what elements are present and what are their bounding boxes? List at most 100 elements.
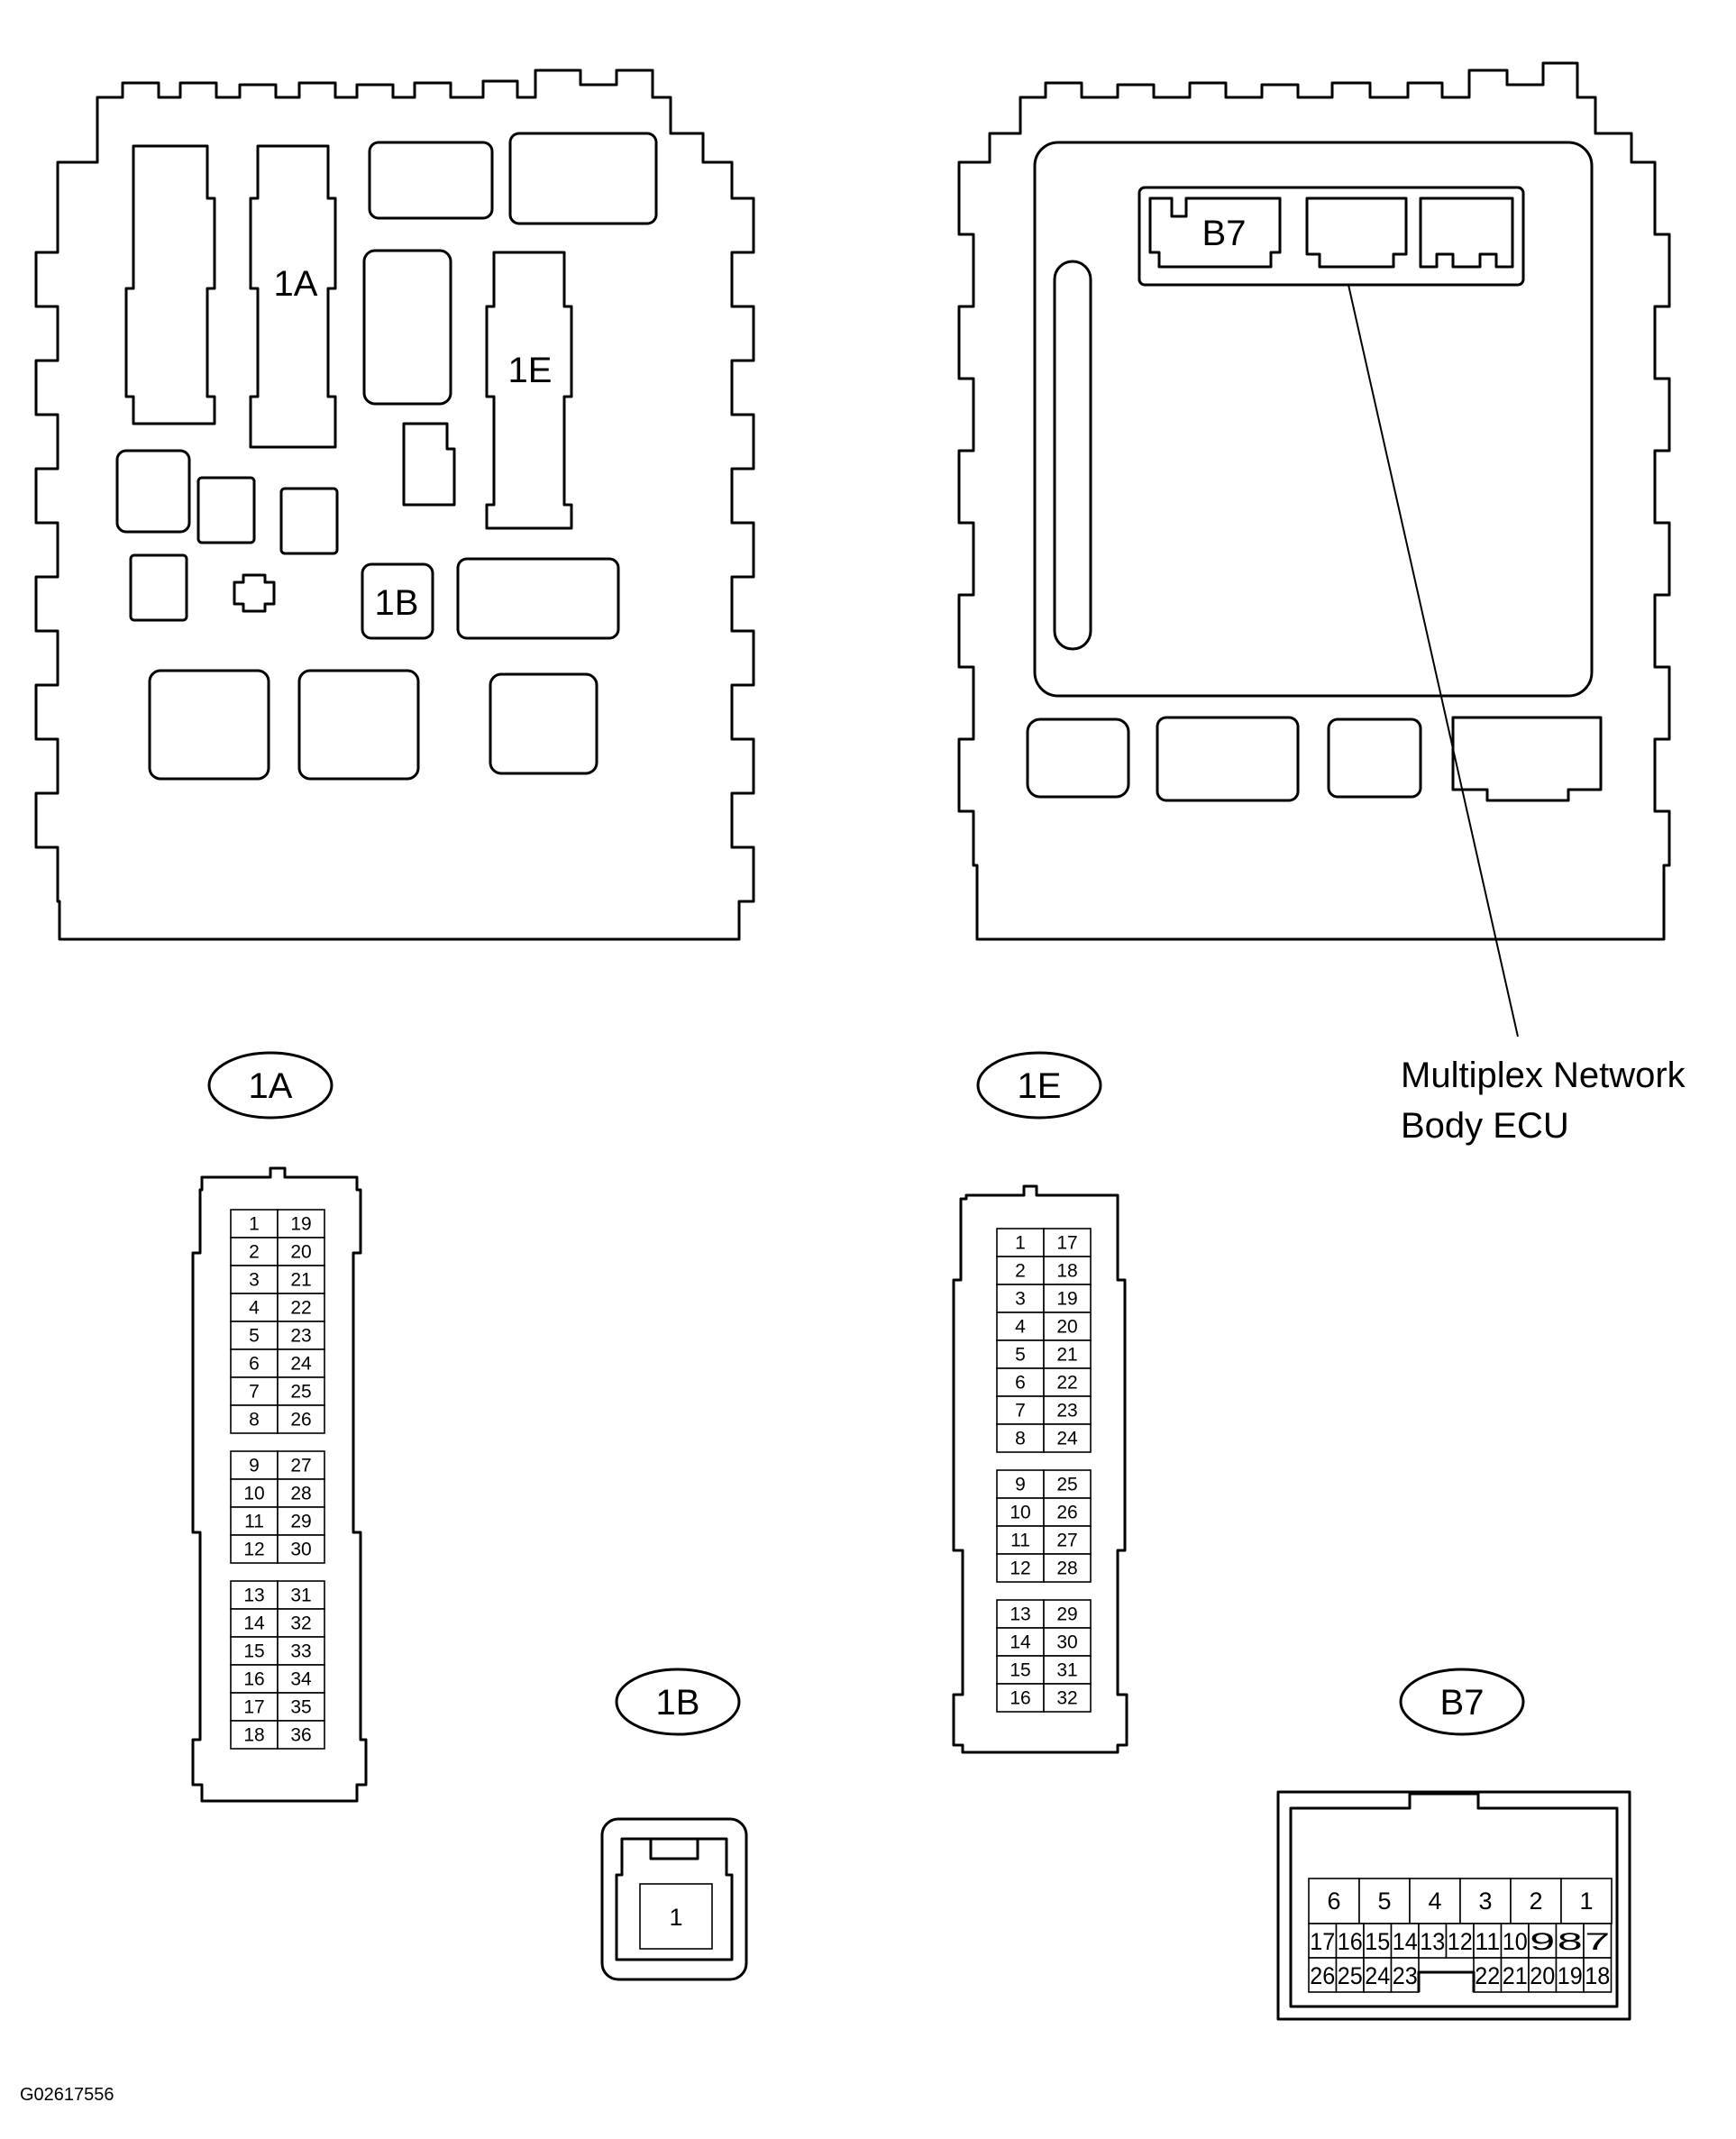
- connector-1A-pin-cell: [230, 1376, 279, 1406]
- relay-bottom-3: [489, 672, 598, 775]
- connector-1A-pin-label: 25: [290, 1382, 311, 1403]
- connector-1A-pin-label: 21: [290, 1270, 311, 1291]
- slot-1B: [361, 562, 434, 640]
- connector-label-B7: B7: [1399, 1668, 1525, 1736]
- connector-B7-pin-label: 14: [1393, 1928, 1418, 1955]
- svg-text:1B: 1B: [656, 1683, 700, 1723]
- slot-1A: [249, 144, 337, 449]
- svg-text:1E: 1E: [1018, 1066, 1062, 1106]
- connector-B7-pin-cell: [1555, 1957, 1585, 1993]
- connector-1E-pin-label: 22: [1056, 1373, 1077, 1394]
- connector-1A-pin-cell: [230, 1293, 279, 1322]
- connector-B7-pin-label: 5: [1377, 1888, 1391, 1915]
- connector-1A-pin-label: 15: [243, 1641, 264, 1662]
- ecu-socket-b7: [1148, 197, 1282, 269]
- connector-1E-pin-label: 16: [1010, 1688, 1030, 1709]
- connector-1E-pin-cell: [996, 1256, 1045, 1285]
- connector-1E-pin-label: 30: [1056, 1632, 1077, 1653]
- relay-top-2: [508, 132, 658, 225]
- connector-1A-pin-label: 9: [249, 1456, 260, 1476]
- figure-code: G02617556: [20, 2085, 114, 2105]
- connector-B7-pin-cell: [1390, 1923, 1420, 1959]
- connector-1A-pin-label: 31: [290, 1586, 311, 1606]
- connector-1E-pin-label: 2: [1015, 1261, 1026, 1282]
- connector-B7-pin-label: 12: [1448, 1928, 1473, 1955]
- connector-1A-pin-label: 24: [290, 1354, 312, 1375]
- ecu-connector-bank: [1138, 186, 1525, 287]
- connector-label-1E: 1E: [976, 1051, 1102, 1120]
- connector-1E-pin-label: 21: [1056, 1345, 1077, 1366]
- connector-1E-pin-cell: [996, 1683, 1045, 1713]
- connector-B7-pin-label: 7: [1585, 1928, 1610, 1955]
- connector-1A-pin-cell: [277, 1321, 325, 1350]
- connector-1A-pin-cell: [277, 1348, 325, 1378]
- connector-1E-pin-label: 13: [1010, 1604, 1030, 1625]
- connector-B7-pin-cell: [1308, 1878, 1360, 1924]
- connector-B7-pin-cell: [1560, 1878, 1613, 1924]
- connector-1A-pin-label: 8: [249, 1410, 260, 1431]
- connector-1E-pin-cell: [996, 1627, 1045, 1657]
- connector-B7-key-notch: [1417, 1970, 1476, 1992]
- connector-1E-pin-label: 1: [1015, 1233, 1026, 1254]
- connector-1B-housing: [600, 1817, 748, 1981]
- connector-B7-pin-label: 13: [1420, 1928, 1445, 1955]
- connector-1A-pin-label: 6: [249, 1354, 260, 1375]
- connector-B7-pin-label: 8: [1558, 1928, 1583, 1955]
- connector-B7-pin-label: 9: [1530, 1928, 1555, 1955]
- connector-1A-pin-label: 23: [290, 1326, 311, 1347]
- connector-1A-pin-cell: [230, 1404, 279, 1434]
- connector-1A-pin-label: 20: [290, 1242, 311, 1263]
- connector-1B-inner: [615, 1837, 734, 1961]
- connector-1A-pin-label: 35: [290, 1697, 311, 1718]
- connector-B7-pin-cell: [1500, 1923, 1530, 1959]
- connector-1E-pin-label: 12: [1010, 1559, 1030, 1579]
- connector-1A-housing: [191, 1166, 368, 1803]
- connector-1E-pin-cell: [1043, 1367, 1092, 1397]
- connector-1A-pin-cell: [277, 1534, 325, 1564]
- connector-B7-pin-label: 20: [1530, 1962, 1555, 1989]
- connector-1A-pin-label: 27: [290, 1456, 311, 1476]
- ecu-bottom-slot-1: [1026, 718, 1130, 799]
- connector-1A-pin-label: 30: [290, 1540, 311, 1560]
- ecu-socket-middle: [1305, 197, 1408, 269]
- connector-1E-pin-label: 25: [1056, 1475, 1077, 1495]
- junction-block-left: 1A 1E 1B: [34, 69, 755, 941]
- ecu-label-b7: B7: [1202, 214, 1247, 253]
- relay-top-1: [368, 141, 494, 220]
- connector-B7-pin-label: 6: [1327, 1888, 1340, 1915]
- connector-B7-pin-cell: [1473, 1923, 1503, 1959]
- junction-block-outline: [34, 69, 755, 941]
- connector-1A-pin-label: 7: [249, 1382, 260, 1403]
- connector-1E-pin-cell: [996, 1655, 1045, 1685]
- connector-1E-pin-cell: [1043, 1655, 1092, 1685]
- connector-B7-pin-cell: [1459, 1878, 1512, 1924]
- connector-1B-latch: [649, 1837, 699, 1860]
- connector-1E-pin-cell: [1043, 1284, 1092, 1313]
- connector-B7-pin-cell: [1308, 1957, 1338, 1993]
- connector-1E-pin-label: 8: [1015, 1429, 1026, 1449]
- connector-1A-pin-cell: [277, 1608, 325, 1638]
- connector-B7-inner: [1289, 1792, 1619, 2008]
- connector-B7-pin-label: 19: [1558, 1962, 1583, 1989]
- connector-1E-pin-cell: [1043, 1423, 1092, 1453]
- connector-B7-pin-label: 10: [1503, 1928, 1528, 1955]
- ecu-long-slot: [1053, 260, 1092, 651]
- connector-1A-pin-cell: [277, 1664, 325, 1694]
- connector-1E-pin-cell: [1043, 1469, 1092, 1499]
- relay-bottom-2: [297, 669, 420, 781]
- connector-1E-housing: [952, 1184, 1128, 1754]
- connector-1A-pin-cell: [277, 1720, 325, 1750]
- ecu-block-outline: [957, 61, 1671, 941]
- connector-B7-pin-label: 3: [1478, 1888, 1492, 1915]
- block-label-1B: 1B: [375, 583, 419, 623]
- connector-1A-pin-label: 33: [290, 1641, 311, 1662]
- connector-B7-pin-label: 17: [1310, 1928, 1335, 1955]
- connector-B7-pin-cell: [1308, 1923, 1338, 1959]
- connector-1A-pin-label: 32: [290, 1613, 311, 1634]
- block-label-1A: 1A: [274, 264, 318, 304]
- slot-left-tall: [124, 144, 216, 425]
- connector-1A-pin-label: 2: [249, 1242, 260, 1263]
